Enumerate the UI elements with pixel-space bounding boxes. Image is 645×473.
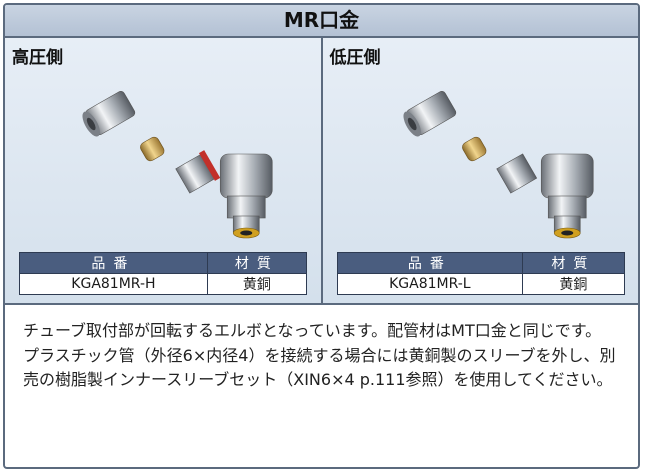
variant-panels: 高圧側 xyxy=(5,38,638,305)
spec-table: 品番 材質 KGA81MR-L 黄銅 xyxy=(336,252,625,295)
part-number-value: KGA81MR-L xyxy=(336,273,524,295)
material-value: 黄銅 xyxy=(522,273,625,295)
description-paragraph: プラスチック管（外径6×内径4）を接続する場合には黄銅製のスリーブを外し、別売の… xyxy=(23,345,616,390)
fitting-illustration xyxy=(402,91,594,239)
fitting-illustration xyxy=(82,91,273,239)
elbow-body xyxy=(175,150,273,239)
material-value: 黄銅 xyxy=(206,273,308,295)
panel-low-pressure: 低圧側 xyxy=(320,38,638,303)
description: チューブ取付部が回転するエルボとなっています。配管材はMT口金と同じです。 プラ… xyxy=(5,305,638,393)
col-header-material: 材質 xyxy=(522,252,625,274)
spec-table: 品番 材質 KGA81MR-H 黄銅 xyxy=(19,252,308,295)
col-header-material: 材質 xyxy=(206,252,308,274)
card-title: MR口金 xyxy=(5,5,638,38)
nut-part xyxy=(82,91,136,137)
col-header-part-number: 品番 xyxy=(19,252,208,274)
panel-heading: 低圧側 xyxy=(329,48,381,68)
col-header-part-number: 品番 xyxy=(336,252,524,274)
product-card: MR口金 高圧側 xyxy=(3,3,640,469)
part-number-value: KGA81MR-H xyxy=(19,273,208,295)
elbow-body xyxy=(495,153,594,239)
nut-part xyxy=(402,91,456,137)
panel-heading: 高圧側 xyxy=(12,48,63,68)
brass-sleeve xyxy=(461,136,486,162)
panel-high-pressure: 高圧側 xyxy=(5,38,321,303)
description-paragraph: チューブ取付部が回転するエルボとなっています。配管材はMT口金と同じです。 xyxy=(23,321,602,340)
brass-sleeve xyxy=(140,136,165,162)
